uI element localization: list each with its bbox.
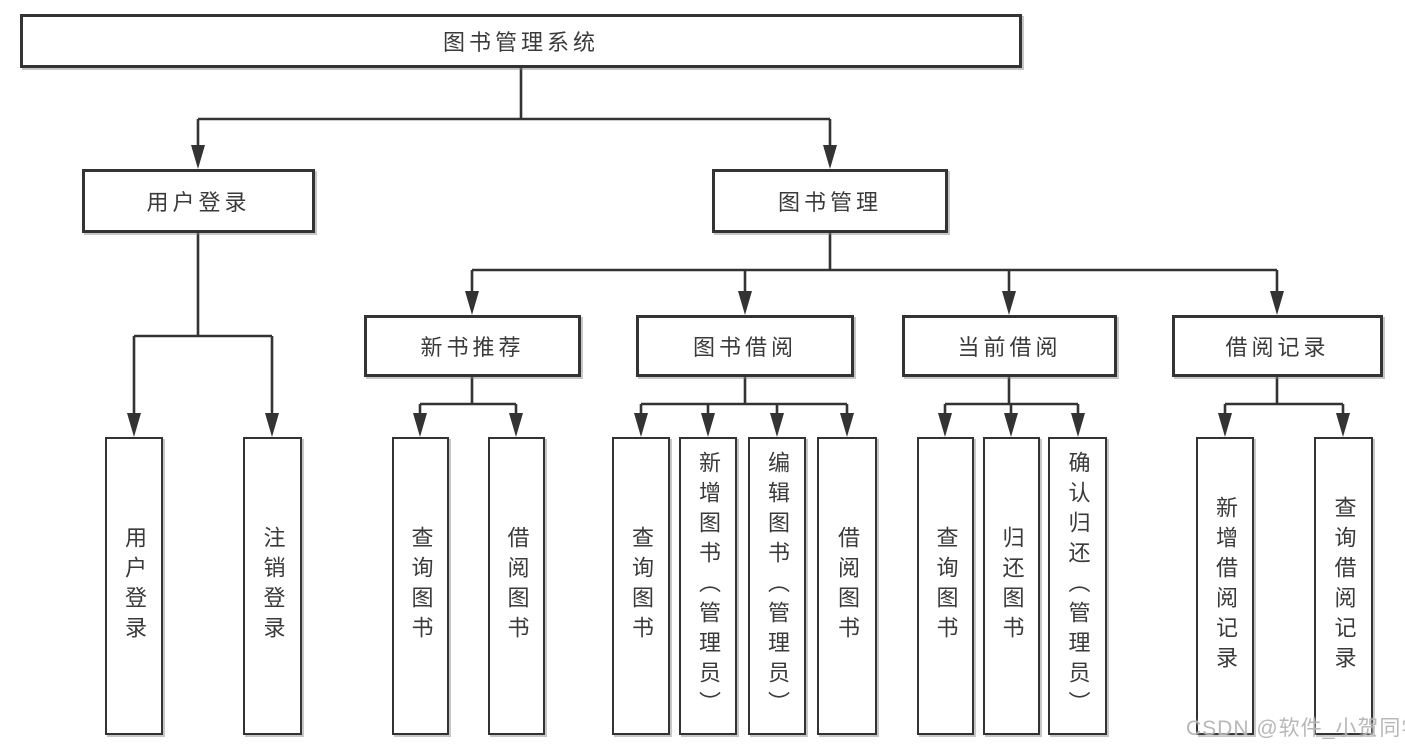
node-label: 归还图书 [999,526,1025,646]
leaf-logout: 注销登录 [243,437,302,735]
node-label: 查询图书 [408,526,434,646]
leaf-return-book: 归还图书 [983,437,1040,735]
node-label: 图书借阅 [692,335,797,360]
node-label: 借阅记录 [1225,335,1330,360]
node-label: 新增图书（管理员） [696,451,721,721]
node-label: 借阅图书 [504,526,530,646]
leaf-query-books-borrowing: 查询图书 [612,437,670,735]
node-borrowing-records: 借阅记录 [1172,315,1383,377]
leaf-query-books-recommend: 查询图书 [392,437,449,735]
node-label: 图书管理系统 [442,30,599,55]
leaf-add-borrow-record: 新增借阅记录 [1196,437,1254,735]
leaf-confirm-return-admin: 确认归还（管理员） [1048,437,1107,735]
node-label: 当前借阅 [957,335,1062,360]
node-book-borrowing: 图书借阅 [636,315,854,377]
node-label: 查询借阅记录 [1331,496,1357,676]
leaf-user-login: 用户登录 [105,437,163,735]
csdn-watermark: CSDN @软件_小贺同学 [1186,717,1405,740]
node-label: 编辑图书（管理员） [765,451,790,721]
leaf-query-borrow-record: 查询借阅记录 [1314,437,1373,735]
node-label: 图书管理 [777,190,882,215]
leaf-borrow-books-borrowing: 借阅图书 [817,437,877,735]
node-label: 确认归还（管理员） [1065,451,1091,721]
node-label: 新书推荐 [420,335,525,360]
node-user-login: 用户登录 [82,169,315,233]
node-library-management-system: 图书管理系统 [20,14,1022,68]
leaf-edit-book-admin: 编辑图书（管理员） [748,437,806,735]
leaf-borrow-books-recommend: 借阅图书 [488,437,545,735]
node-label: 注销登录 [260,526,286,646]
node-current-borrowing: 当前借阅 [902,315,1117,377]
leaf-query-books-current: 查询图书 [917,437,974,735]
node-label: 查询图书 [933,526,959,646]
leaf-add-book-admin: 新增图书（管理员） [679,437,737,735]
node-label: 用户登录 [146,190,251,215]
node-label: 用户登录 [122,526,147,646]
node-label: 借阅图书 [835,526,860,646]
node-book-management: 图书管理 [712,169,948,233]
connector-arrowheads [127,145,1350,437]
node-new-book-recommendation: 新书推荐 [364,315,581,377]
node-label: 查询图书 [629,526,654,646]
connector-segments [132,68,1345,418]
node-label: 新增借阅记录 [1213,496,1238,676]
